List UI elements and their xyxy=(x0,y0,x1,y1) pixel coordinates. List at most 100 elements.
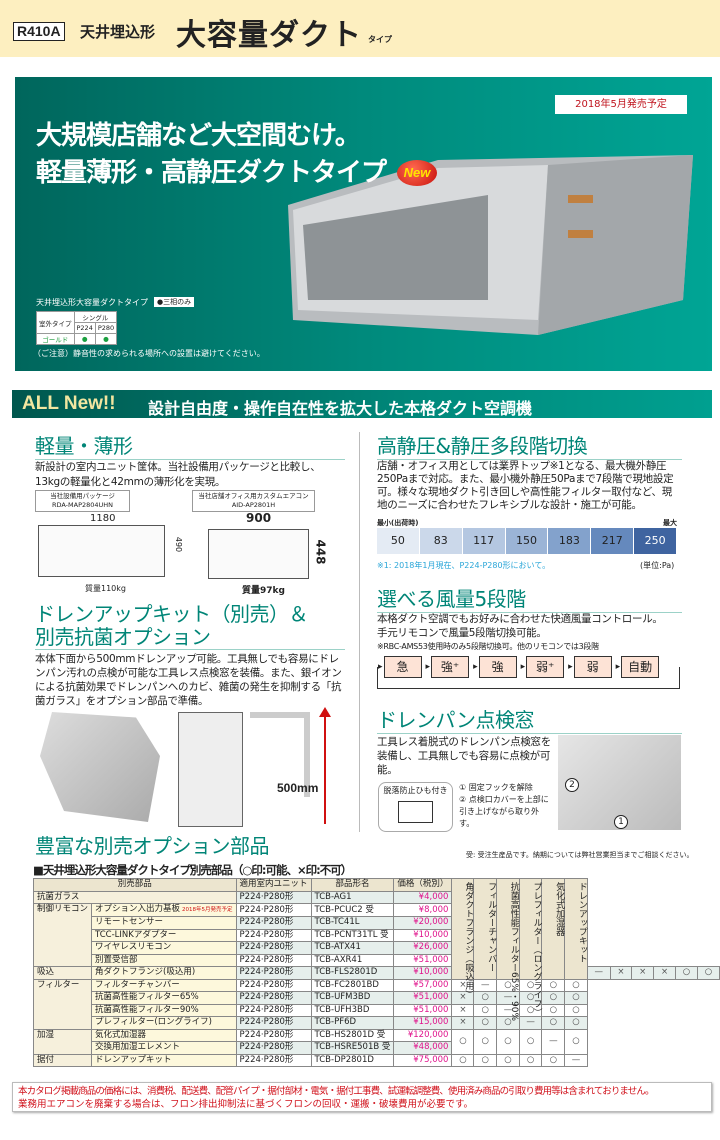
category-cell: 据付 xyxy=(32,1053,93,1067)
fan-mode: 強⁺ xyxy=(431,656,470,678)
page-title: 大容量ダクト xyxy=(176,18,362,53)
page-title-suffix: タイプ xyxy=(368,35,392,44)
unit-a-width: 1180 xyxy=(90,513,116,524)
model-cell: TCB-FC2801BD xyxy=(310,978,395,992)
column-header: 適用室内ユニット xyxy=(235,878,312,892)
item-name: リモートセンサー xyxy=(95,917,164,928)
section-body: 本体下面から500mmドレンアップ可能。工具無しでも容易にドレンパン汚れの点検が… xyxy=(35,653,342,707)
unit-cell: P224·P280形 xyxy=(235,890,312,904)
fan-mode: 弱⁺ xyxy=(526,656,565,678)
unit-a-height: 490 xyxy=(174,536,184,553)
compat-mark: ○ xyxy=(473,1053,498,1067)
item-cell: TCC-LINKアダプター xyxy=(91,928,237,942)
column-header: 価格（税別） xyxy=(393,878,453,892)
page-subtitle: 天井埋込形 xyxy=(80,23,156,41)
unit-b-height: 448 xyxy=(313,539,328,565)
section-title-light-thin: 軽量・薄形 xyxy=(35,430,345,460)
pressure-step: 83 xyxy=(419,528,462,554)
compat-mark: ○ xyxy=(541,1053,566,1067)
model-cell: TCB-AG1 xyxy=(310,890,395,904)
column-divider xyxy=(359,432,360,832)
unit-b-width: 900 xyxy=(246,511,272,525)
item-name: 抗菌高性能フィルター65% xyxy=(95,992,199,1003)
compat-mark: × xyxy=(631,966,655,980)
unit-cell: P224·P280形 xyxy=(235,1016,312,1030)
spec-col2: シングル xyxy=(73,311,118,323)
item-cell: ドレンアップキット xyxy=(91,1053,237,1067)
fan-mode: 弱 xyxy=(573,656,612,678)
item-cell: ワイヤレスリモコン xyxy=(91,941,237,955)
compat-column-header: フィルターチャンバー xyxy=(473,878,498,980)
compat-mark: × xyxy=(451,1016,475,1030)
pressure-step: 183 xyxy=(548,528,591,554)
price-cell: ¥75,000 xyxy=(393,1053,453,1067)
arrow-right-icon: ▸ xyxy=(473,662,478,672)
compat-mark: ○ xyxy=(564,1028,588,1055)
model-cell: TCB-ATX41 xyxy=(310,941,395,955)
headline-line-2: 軽量薄形・高静圧ダクトタイプ xyxy=(36,158,387,188)
unit-b-name: 当社店舗オフィス用カスタムエアコン xyxy=(198,492,309,500)
strap-label: 脱落防止ひも付き xyxy=(383,786,448,795)
column-header: 部品形名 xyxy=(310,878,395,892)
model-cell: TCB-HSRE501B 受 xyxy=(310,1041,395,1055)
step-2-marker: 2 xyxy=(565,778,579,792)
arrow-right-icon: ▸ xyxy=(615,662,621,672)
compat-mark: ○ xyxy=(564,991,588,1005)
category-cell: 加湿 xyxy=(32,1028,93,1055)
compat-mark: ○ xyxy=(473,991,498,1005)
price-cell: ¥57,000 xyxy=(393,978,453,992)
item-name: 抗菌高性能フィルター90% xyxy=(95,1004,199,1015)
unit-cell: P224·P280形 xyxy=(235,953,312,967)
fan-mode: 強 xyxy=(478,656,517,678)
unit-a-drawing xyxy=(38,525,165,577)
item-name: フィルターチャンバー xyxy=(95,979,180,990)
item-cell: 気化式加湿器 xyxy=(91,1028,237,1042)
item-cell: プレフィルター(ロングライフ) xyxy=(91,1016,237,1030)
compat-column-header: 気化式加湿器 xyxy=(541,878,566,980)
item-name: 気化式加湿器 xyxy=(95,1029,147,1040)
product-image xyxy=(288,155,693,335)
step-2: ② 点検口カバーを上部に引き上げながら取り外す。 xyxy=(459,795,549,828)
section-body: 工具レス着脱式のドレンパン点検窓を装備し、工具無しでも容易に点検が可能。 xyxy=(377,736,551,776)
unit-cell: P224·P280形 xyxy=(235,1003,312,1017)
unit-b-mass: 質量97kg xyxy=(242,586,285,596)
arrow-right-icon: ▸ xyxy=(568,662,573,672)
compat-mark: ○ xyxy=(518,1053,543,1067)
model-cell: TCB-AXR41 xyxy=(310,953,395,967)
unit-b-model: AID-AP2801H xyxy=(231,501,276,509)
height-arrow xyxy=(324,712,326,824)
compat-mark: × xyxy=(451,1003,475,1017)
fan-mode-flow: ▸急▸強⁺▸強▸弱⁺▸弱▸自動 xyxy=(378,656,660,678)
category-cell: 吸込 xyxy=(32,966,93,980)
compat-mark: — xyxy=(564,1053,588,1067)
compat-mark: ○ xyxy=(541,978,566,992)
fan-mode: 急 xyxy=(383,656,422,678)
section-title-options: 豊富な別売オプション部品 xyxy=(35,834,270,858)
headline-line-1: 大規模店舗など大空間むけ。 xyxy=(36,121,361,151)
table-note: 受: 受注生産品です。納期については弊社営業担当までご相談ください。 xyxy=(466,851,694,859)
item-name: 交換用加湿エレメント xyxy=(95,1042,181,1053)
cover-icon xyxy=(398,801,433,823)
unit-a-model: RDA-MAP2804UHN xyxy=(51,501,114,509)
caution-note: （ご注意）静音性の求められる場所への設置は避けてください。 xyxy=(33,349,265,358)
model-cell: TCB-UFH3BD xyxy=(310,1003,395,1017)
refrigerant-badge: R410A xyxy=(13,22,65,41)
unit-cell: P224·P280形 xyxy=(235,941,312,955)
compat-mark: ○ xyxy=(674,966,698,980)
unit-cell: P224·P280形 xyxy=(235,966,312,980)
spec-model2: P280 xyxy=(94,322,118,334)
price-cell: ¥51,000 xyxy=(393,953,453,967)
notice-line: 業務用エアコンを廃棄する場合は、フロン排出抑制法に基づくフロンの回収・運搬・破壊… xyxy=(18,1099,474,1110)
compat-mark: ○ xyxy=(473,1016,498,1030)
drain-kit-image xyxy=(40,712,160,822)
price-cell: ¥8,000 xyxy=(393,903,453,917)
options-table: 別売部品適用室内ユニット部品形名価格（税別）角ダクトフランジ（吸込用）フィルター… xyxy=(32,878,720,1067)
fan-mode: 自動 xyxy=(621,656,660,678)
